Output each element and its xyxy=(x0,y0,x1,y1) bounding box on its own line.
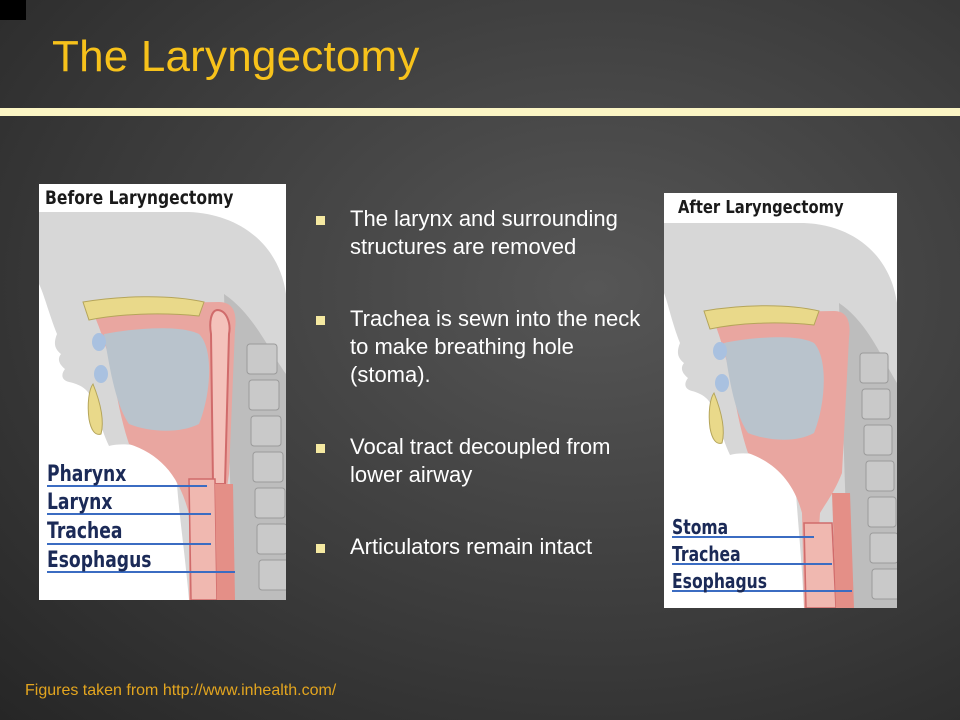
after-anatomy-illustration xyxy=(664,223,897,608)
upper-teeth xyxy=(713,342,727,360)
label-larynx: Larynx xyxy=(47,490,113,515)
leader-lines xyxy=(672,536,852,592)
pharynx-wall xyxy=(209,308,231,485)
esophagus-tube xyxy=(832,493,854,608)
slide-title: The Laryngectomy xyxy=(52,32,420,81)
label-pharynx: Pharynx xyxy=(47,462,127,487)
label-trachea: Trachea xyxy=(672,542,741,566)
trachea-tube xyxy=(803,522,837,608)
before-anatomy-illustration xyxy=(39,212,286,600)
figure-credit: Figures taken from http://www.inhealth.c… xyxy=(25,682,337,699)
label-trachea: Trachea xyxy=(47,519,123,544)
jaw-bone xyxy=(708,392,724,444)
trachea-tube xyxy=(188,478,218,600)
bullet-item: Trachea is sewn into the neck to make br… xyxy=(316,305,646,389)
label-esophagus: Esophagus xyxy=(672,569,768,593)
bullet-marker xyxy=(316,444,325,453)
palate xyxy=(82,296,205,321)
tongue xyxy=(104,328,210,431)
jaw-bone xyxy=(87,383,103,435)
after-figure-title: After Laryngectomy xyxy=(678,197,844,218)
before-figure-title: Before Laryngectomy xyxy=(45,187,234,209)
bullet-item: Articulators remain intact xyxy=(316,533,646,561)
title-divider xyxy=(0,108,960,116)
bullet-item: Vocal tract decoupled from lower airway xyxy=(316,433,646,489)
bullet-list: The larynx and surrounding structures ar… xyxy=(316,205,646,561)
tongue xyxy=(724,337,824,440)
label-esophagus: Esophagus xyxy=(47,548,152,573)
palate xyxy=(703,305,820,330)
corner-mark xyxy=(0,0,26,20)
label-stoma: Stoma xyxy=(672,515,729,539)
bullet-marker xyxy=(316,316,325,325)
bullet-item: The larynx and surrounding structures ar… xyxy=(316,205,646,261)
leader-lines xyxy=(47,485,235,573)
lower-teeth xyxy=(94,365,108,383)
before-laryngectomy-figure: Before Laryngectomy Pharynx Larynx Trach… xyxy=(39,184,286,600)
esophagus-tube xyxy=(215,484,235,600)
bullet-marker xyxy=(316,216,325,225)
spine-vertebrae xyxy=(859,352,897,600)
upper-teeth xyxy=(92,333,106,351)
bullet-marker xyxy=(316,544,325,553)
after-laryngectomy-figure: After Laryngectomy Stoma Trachea Esophag… xyxy=(664,193,897,608)
spine-vertebrae xyxy=(246,343,286,591)
lower-teeth xyxy=(715,374,729,392)
